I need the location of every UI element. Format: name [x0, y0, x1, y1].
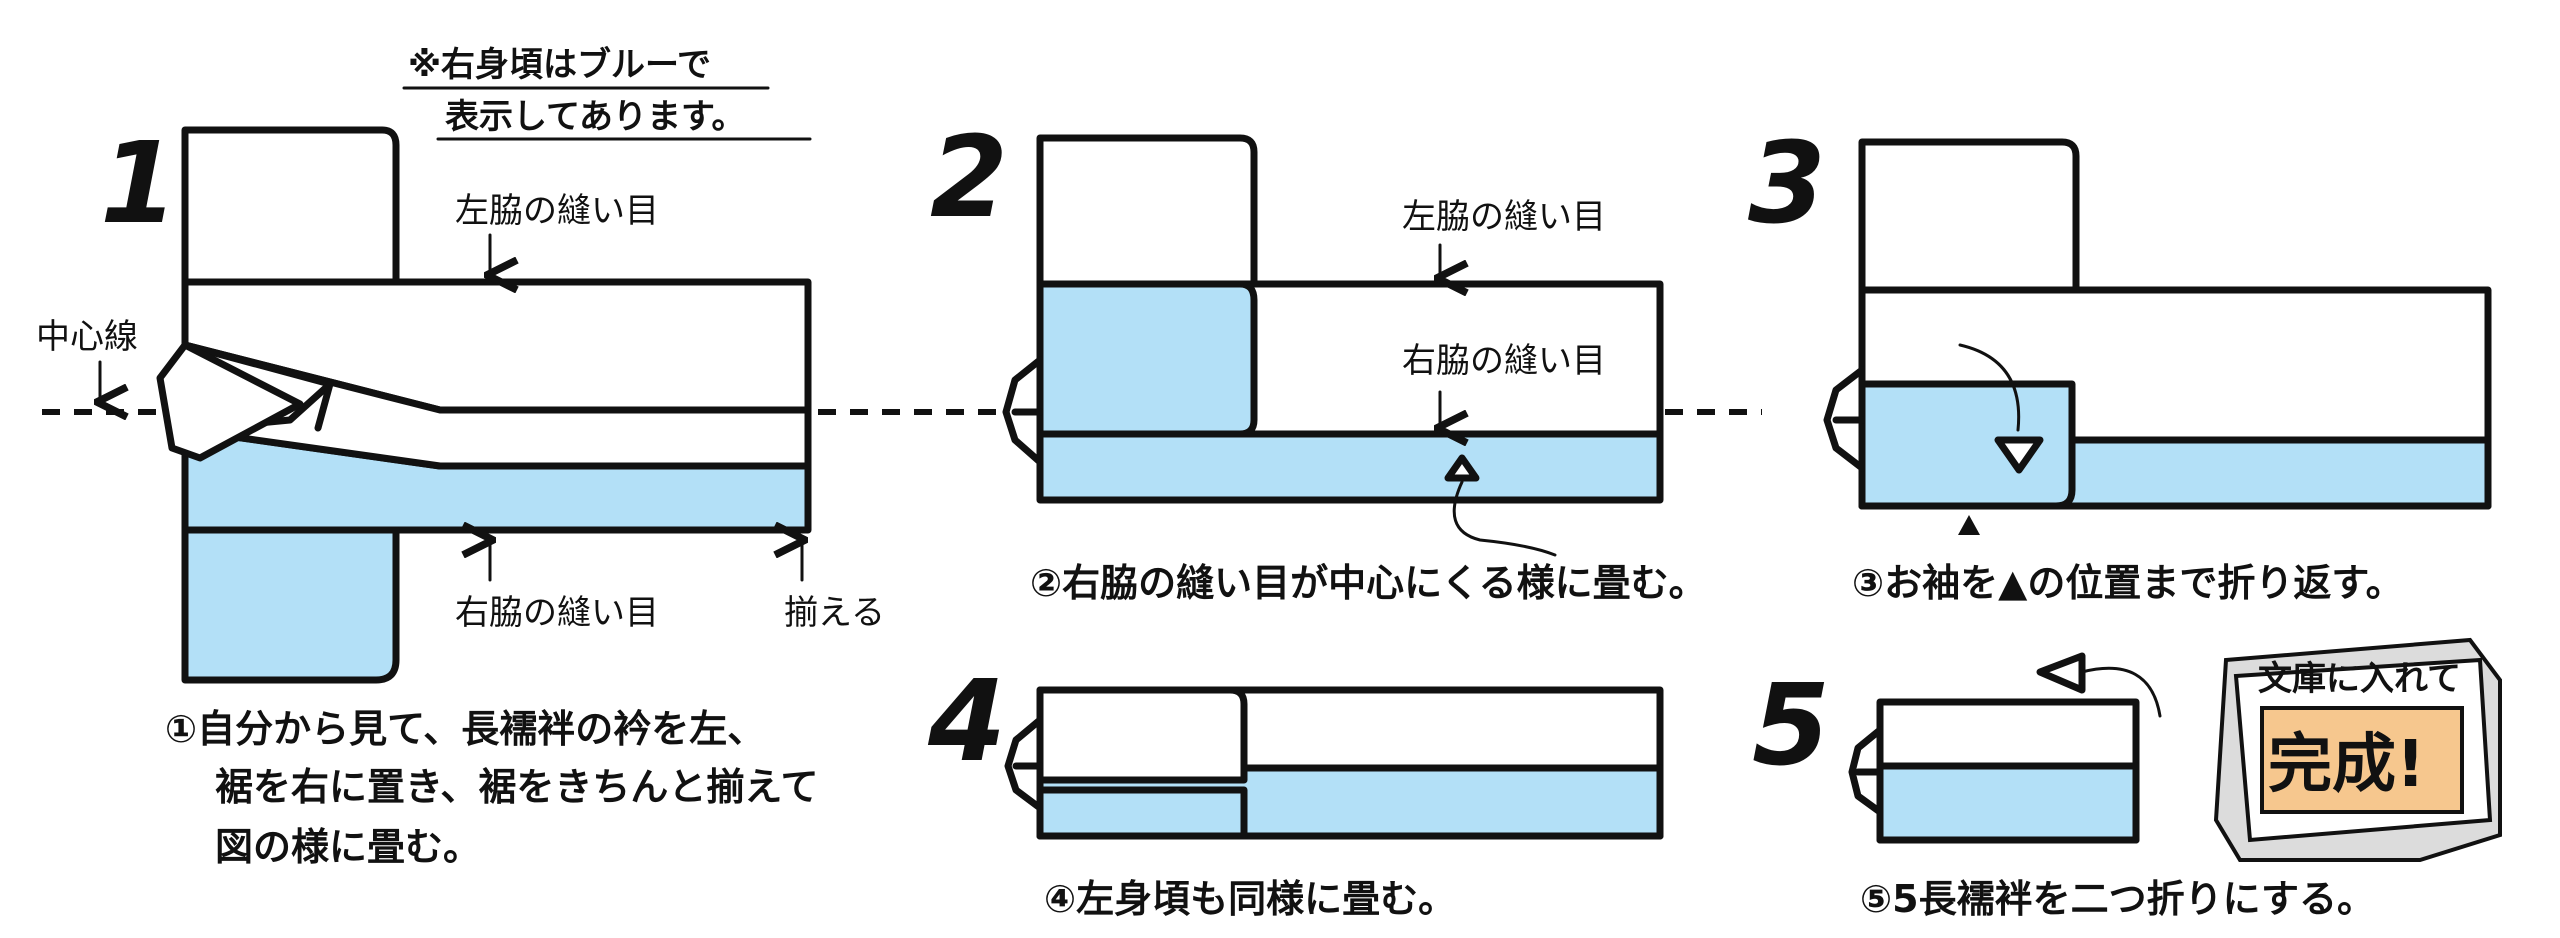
- step-1-caption-line-1: ①自分から見て、長襦袢の衿を左、: [165, 707, 765, 751]
- step-2-figure: 左脇の縫い目 右脇の縫い目: [1002, 134, 1664, 557]
- step-1-caption: ①自分から見て、長襦袢の衿を左、 裾を右に置き、裾をきちんと揃えて 図の様に畳む…: [165, 707, 818, 869]
- right-seam-label-2: 右脇の縫い目: [1402, 341, 1606, 381]
- color-note: ※右身頃はブルーで 表示してあります。: [402, 45, 812, 141]
- step-1-caption-line-2: 裾を右に置き、裾をきちんと揃えて: [215, 765, 818, 809]
- step-1-number: 1: [100, 119, 178, 249]
- step-1-figure: 左脇の縫い目 右脇の縫い目 揃える 中心線: [36, 126, 885, 684]
- right-seam-label-1: 右脇の縫い目: [455, 593, 659, 633]
- step-3-figure: [1823, 138, 2492, 535]
- finish-done-text: 完成!: [2268, 728, 2425, 802]
- step-5-caption: ⑤5長襦袢を二つ折りにする。: [1860, 877, 2375, 921]
- finish-box-label: 文庫に入れて: [2258, 659, 2461, 699]
- step-2-number: 2: [930, 113, 1008, 243]
- step-1-caption-line-3: 図の様に畳む。: [215, 825, 481, 869]
- step-2-caption: ②右脇の縫い目が中心にくる様に畳む。: [1030, 561, 1707, 605]
- note-line-1: ※右身頃はブルーで: [408, 45, 711, 85]
- step-3-number: 3: [1748, 119, 1826, 249]
- step-4-figure: [1004, 686, 1664, 840]
- step-4-number: 4: [927, 657, 1006, 787]
- left-seam-label-2: 左脇の縫い目: [1402, 197, 1606, 237]
- step-4-caption: ④左身頃も同様に畳む。: [1044, 877, 1456, 921]
- note-line-2: 表示してあります。: [445, 97, 746, 137]
- align-label: 揃える: [784, 593, 885, 633]
- step-5-figure: [1848, 652, 2162, 844]
- center-line-label: 中心線: [36, 317, 138, 357]
- finish-box: 文庫に入れて 完成!: [2213, 637, 2502, 862]
- left-seam-label-1: 左脇の縫い目: [455, 191, 659, 231]
- step-5-number: 5: [1752, 661, 1830, 791]
- step-3-caption: ③お袖を▲の位置まで折り返す。: [1852, 561, 2404, 605]
